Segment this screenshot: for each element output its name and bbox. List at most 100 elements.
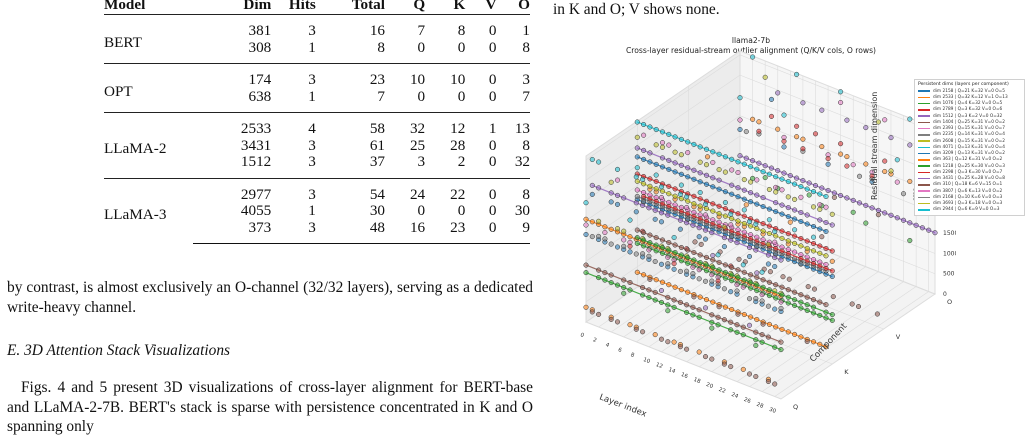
data-point	[760, 204, 766, 210]
data-point	[696, 349, 702, 355]
data-point	[792, 240, 798, 246]
data-point	[756, 119, 762, 125]
grid-line	[739, 74, 936, 153]
data-point	[634, 235, 640, 241]
data-point	[743, 129, 749, 135]
data-point	[825, 187, 831, 194]
data-point	[652, 258, 658, 265]
data-point	[735, 169, 741, 176]
data-point	[754, 274, 760, 280]
data-point	[798, 334, 804, 340]
data-point	[817, 299, 823, 305]
data-point	[640, 284, 646, 291]
data-point	[735, 218, 741, 224]
data-point	[855, 303, 862, 310]
data-point	[703, 181, 710, 187]
data-point	[602, 277, 608, 283]
data-point	[589, 191, 595, 197]
value-cell: 0	[457, 87, 466, 105]
value-cell: 24	[385, 177, 426, 203]
data-point	[907, 220, 913, 226]
data-point	[781, 138, 787, 144]
legend-swatch	[918, 171, 930, 174]
data-point	[698, 241, 704, 247]
data-point	[810, 204, 817, 210]
data-point	[810, 248, 817, 254]
data-point	[641, 272, 647, 278]
data-point	[641, 243, 647, 249]
legend-item: dim 2168 | Q=10 K=6 V=0 O=3	[918, 194, 1022, 200]
data-point	[810, 223, 817, 230]
data-point	[589, 309, 595, 315]
data-point	[844, 154, 850, 160]
grid-line	[736, 276, 892, 382]
x-tick-label: 6	[617, 347, 623, 354]
data-point	[779, 326, 785, 332]
value-cell: 25	[409, 136, 426, 154]
data-point	[875, 119, 881, 125]
data-point	[741, 187, 747, 193]
data-point	[728, 222, 734, 228]
data-point	[760, 169, 766, 175]
x-tick-label: 22	[718, 387, 727, 395]
legend-title: Persistent dims (layers per component)	[918, 82, 1009, 87]
data-point	[659, 245, 666, 251]
grid-line	[739, 135, 936, 214]
data-point	[748, 272, 754, 278]
legend-label: dim 3209 | Q=13 K=31 V=0 O=2	[933, 151, 1006, 157]
data-point	[812, 182, 819, 189]
data-point	[750, 158, 756, 164]
data-point	[888, 168, 894, 174]
data-point	[641, 181, 647, 187]
data-point	[666, 239, 672, 246]
figure-3d-alignment: llama2-7b Cross-layer residual-stream ou…	[546, 36, 956, 432]
data-point	[652, 216, 658, 222]
data-point	[748, 279, 754, 285]
grid-line	[585, 54, 741, 161]
data-point	[746, 244, 753, 251]
data-point	[888, 135, 894, 141]
data-point	[798, 305, 804, 311]
data-point	[709, 319, 715, 325]
legend-item: dim 2393 | Q=15 K=31 V=0 O=7	[918, 126, 1022, 132]
legend-label: dim 2158 | Q=21 K=32 V=0 O=5	[933, 88, 1006, 94]
data-point	[710, 257, 716, 263]
data-point	[792, 207, 798, 213]
grid-line	[699, 261, 854, 367]
data-point	[722, 169, 728, 175]
data-point	[831, 194, 837, 200]
value-cell: 28	[450, 136, 466, 154]
data-point	[634, 134, 640, 140]
data-point	[741, 207, 747, 213]
data-point	[765, 303, 771, 309]
grid-line	[739, 196, 936, 275]
data-point	[856, 200, 863, 206]
data-point	[773, 282, 779, 288]
value-cell: 3	[496, 63, 530, 89]
data-point	[798, 209, 804, 216]
data-point	[704, 154, 711, 160]
data-point	[773, 245, 779, 252]
data-point	[596, 159, 602, 165]
data-point	[602, 229, 608, 236]
value-cell: 13	[496, 112, 530, 138]
3d-scatter-plot: 024681012141618202224262830QKVO050010001…	[579, 50, 956, 415]
data-point	[794, 175, 800, 181]
data-point	[646, 294, 652, 301]
data-point	[737, 95, 743, 101]
data-point	[760, 321, 766, 327]
legend-swatch	[918, 202, 930, 205]
data-point	[641, 230, 647, 236]
data-point	[678, 162, 684, 168]
data-point	[772, 306, 778, 312]
data-point	[778, 299, 784, 305]
data-point	[810, 339, 817, 345]
data-point	[772, 381, 778, 387]
value-cell: 0	[465, 219, 497, 244]
data-point	[672, 160, 678, 166]
data-point	[614, 319, 621, 325]
legend-label: dim 2533 | Q=32 K=12 V=1 O=13	[933, 94, 1008, 100]
value-cell: 381	[248, 22, 272, 39]
data-point	[709, 230, 715, 236]
data-point	[602, 224, 608, 230]
